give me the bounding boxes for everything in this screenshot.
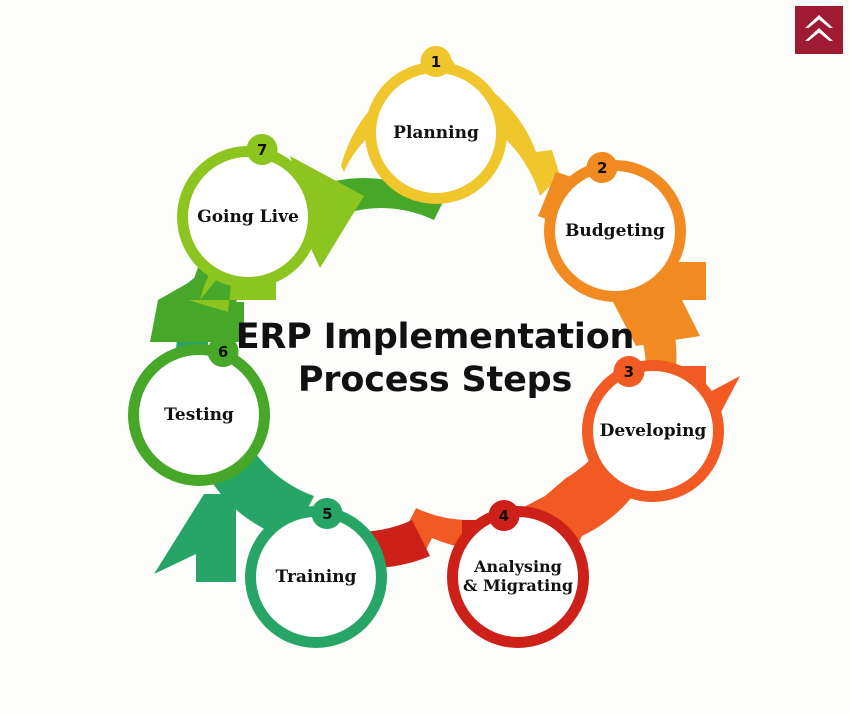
brand-logo [795,6,843,54]
step-label-4-line1: Analysing [474,557,562,577]
step-ring-6 [128,344,270,486]
step-badge-7: 7 [246,134,278,165]
arrow-segment-3 [404,410,660,552]
step-node-testing[interactable]: 6 Testing [128,336,270,486]
step-label-2: Budgeting [565,220,665,241]
step-node-going-live[interactable]: 7 Going Live [177,134,319,288]
step-ring-7 [177,146,319,288]
step-label-5: Training [275,566,357,587]
step-badge-5: 5 [311,498,343,529]
double-chevron-up-icon [805,15,833,41]
step-badge-2: 2 [586,152,618,183]
step-label-7: Going Live [197,206,299,227]
step-badge-6: 6 [207,336,239,367]
step-label-6: Testing [164,404,234,425]
step-badge-3: 3 [613,356,645,387]
step-label-4-line2: & Migrating [462,576,574,595]
step-badge-4: 4 [488,500,520,531]
step-node-budgeting[interactable]: 2 Budgeting [544,152,686,302]
step-node-training[interactable]: 5 Training [245,498,387,648]
step-node-planning[interactable]: 1 Planning [365,46,507,204]
step-label-4: Analysing & Migrating [449,557,587,596]
step-label-1: Planning [393,122,479,143]
step-ring-3 [582,360,724,502]
step-badge-1: 1 [420,46,452,77]
step-label-3: Developing [599,420,707,441]
step-node-developing[interactable]: 3 Developing [582,356,724,502]
step-node-analysing-migrating[interactable]: 4 Analysing & Migrating [447,500,589,648]
arrow-head-5 [154,494,236,582]
